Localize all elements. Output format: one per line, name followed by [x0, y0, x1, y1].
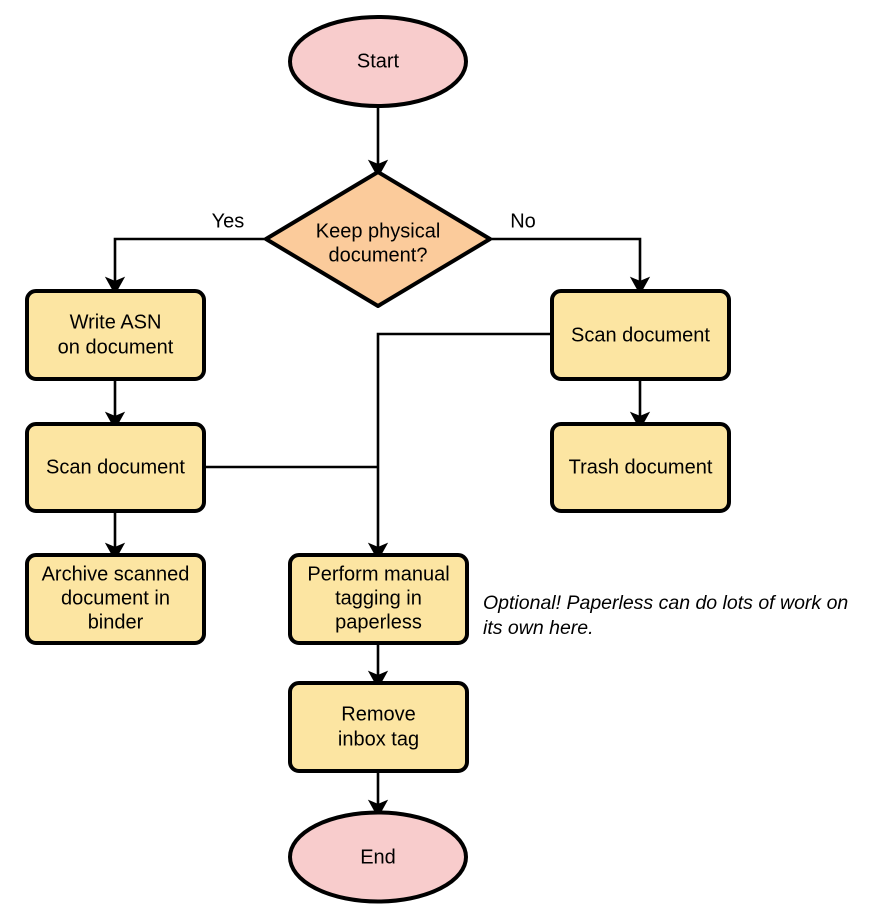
- trash-document-box-shape: [550, 422, 731, 513]
- tagging-label-line3: paperless: [335, 611, 422, 633]
- node-archive-scanned-document[interactable]: Archive scanned document in binder: [25, 553, 206, 645]
- node-remove-inbox-tag[interactable]: Remove inbox tag: [288, 681, 469, 773]
- remove-inbox-box-shape: [288, 681, 469, 773]
- write-asn-label-line1: Write ASN: [70, 311, 162, 333]
- scan-document-left-label: Scan document: [46, 456, 185, 478]
- scan-document-right-box-shape: [550, 289, 731, 381]
- archive-label-line1: Archive scanned: [42, 563, 190, 585]
- start-label: Start: [357, 50, 400, 72]
- end-ellipse-shape: [288, 810, 468, 904]
- edge-decision-yes-to-write-asn: [104, 237, 265, 295]
- edge-decision-no-to-scan-right: [490, 237, 651, 295]
- archive-label-line3: binder: [88, 611, 144, 633]
- node-scan-document-right[interactable]: Scan document: [550, 289, 731, 381]
- scan-document-right-label: Scan document: [571, 324, 710, 346]
- remove-inbox-label-line2: inbox tag: [338, 728, 419, 750]
- archive-box-shape: [25, 553, 206, 645]
- trash-document-label: Trash document: [569, 456, 713, 478]
- node-perform-manual-tagging[interactable]: Perform manual tagging in paperless: [288, 553, 469, 645]
- note-line2: its own here.: [483, 617, 594, 639]
- decision-label-line1: Keep physical: [316, 220, 441, 242]
- edge-label-yes: Yes: [212, 210, 245, 232]
- tagging-label-line1: Perform manual: [307, 563, 449, 585]
- node-trash-document[interactable]: Trash document: [550, 422, 731, 513]
- note-line1: Optional! Paperless can do lots of work …: [483, 592, 848, 614]
- node-scan-document-left[interactable]: Scan document: [25, 422, 206, 513]
- archive-label-line2: document in: [61, 587, 170, 609]
- decision-diamond-shape: [264, 170, 492, 308]
- start-ellipse-shape: [288, 15, 468, 108]
- end-label: End: [360, 846, 396, 868]
- remove-inbox-label-line1: Remove: [341, 703, 415, 725]
- tagging-box-shape: [288, 553, 469, 645]
- node-start[interactable]: Start: [288, 15, 468, 108]
- edge-label-no: No: [510, 210, 536, 232]
- edge-scan-right-to-tagging: [367, 332, 552, 561]
- node-decision-keep-physical-document[interactable]: Keep physical document?: [264, 170, 492, 308]
- write-asn-label-line2: on document: [58, 336, 174, 358]
- tagging-label-line2: tagging in: [335, 587, 422, 609]
- annotation-note: Optional! Paperless can do lots of work …: [483, 592, 848, 639]
- node-write-asn-on-document[interactable]: Write ASN on document: [25, 289, 206, 381]
- node-end[interactable]: End: [288, 810, 468, 904]
- decision-label-line2: document?: [329, 244, 428, 266]
- scan-document-left-box-shape: [25, 422, 206, 513]
- write-asn-box-shape: [25, 289, 206, 381]
